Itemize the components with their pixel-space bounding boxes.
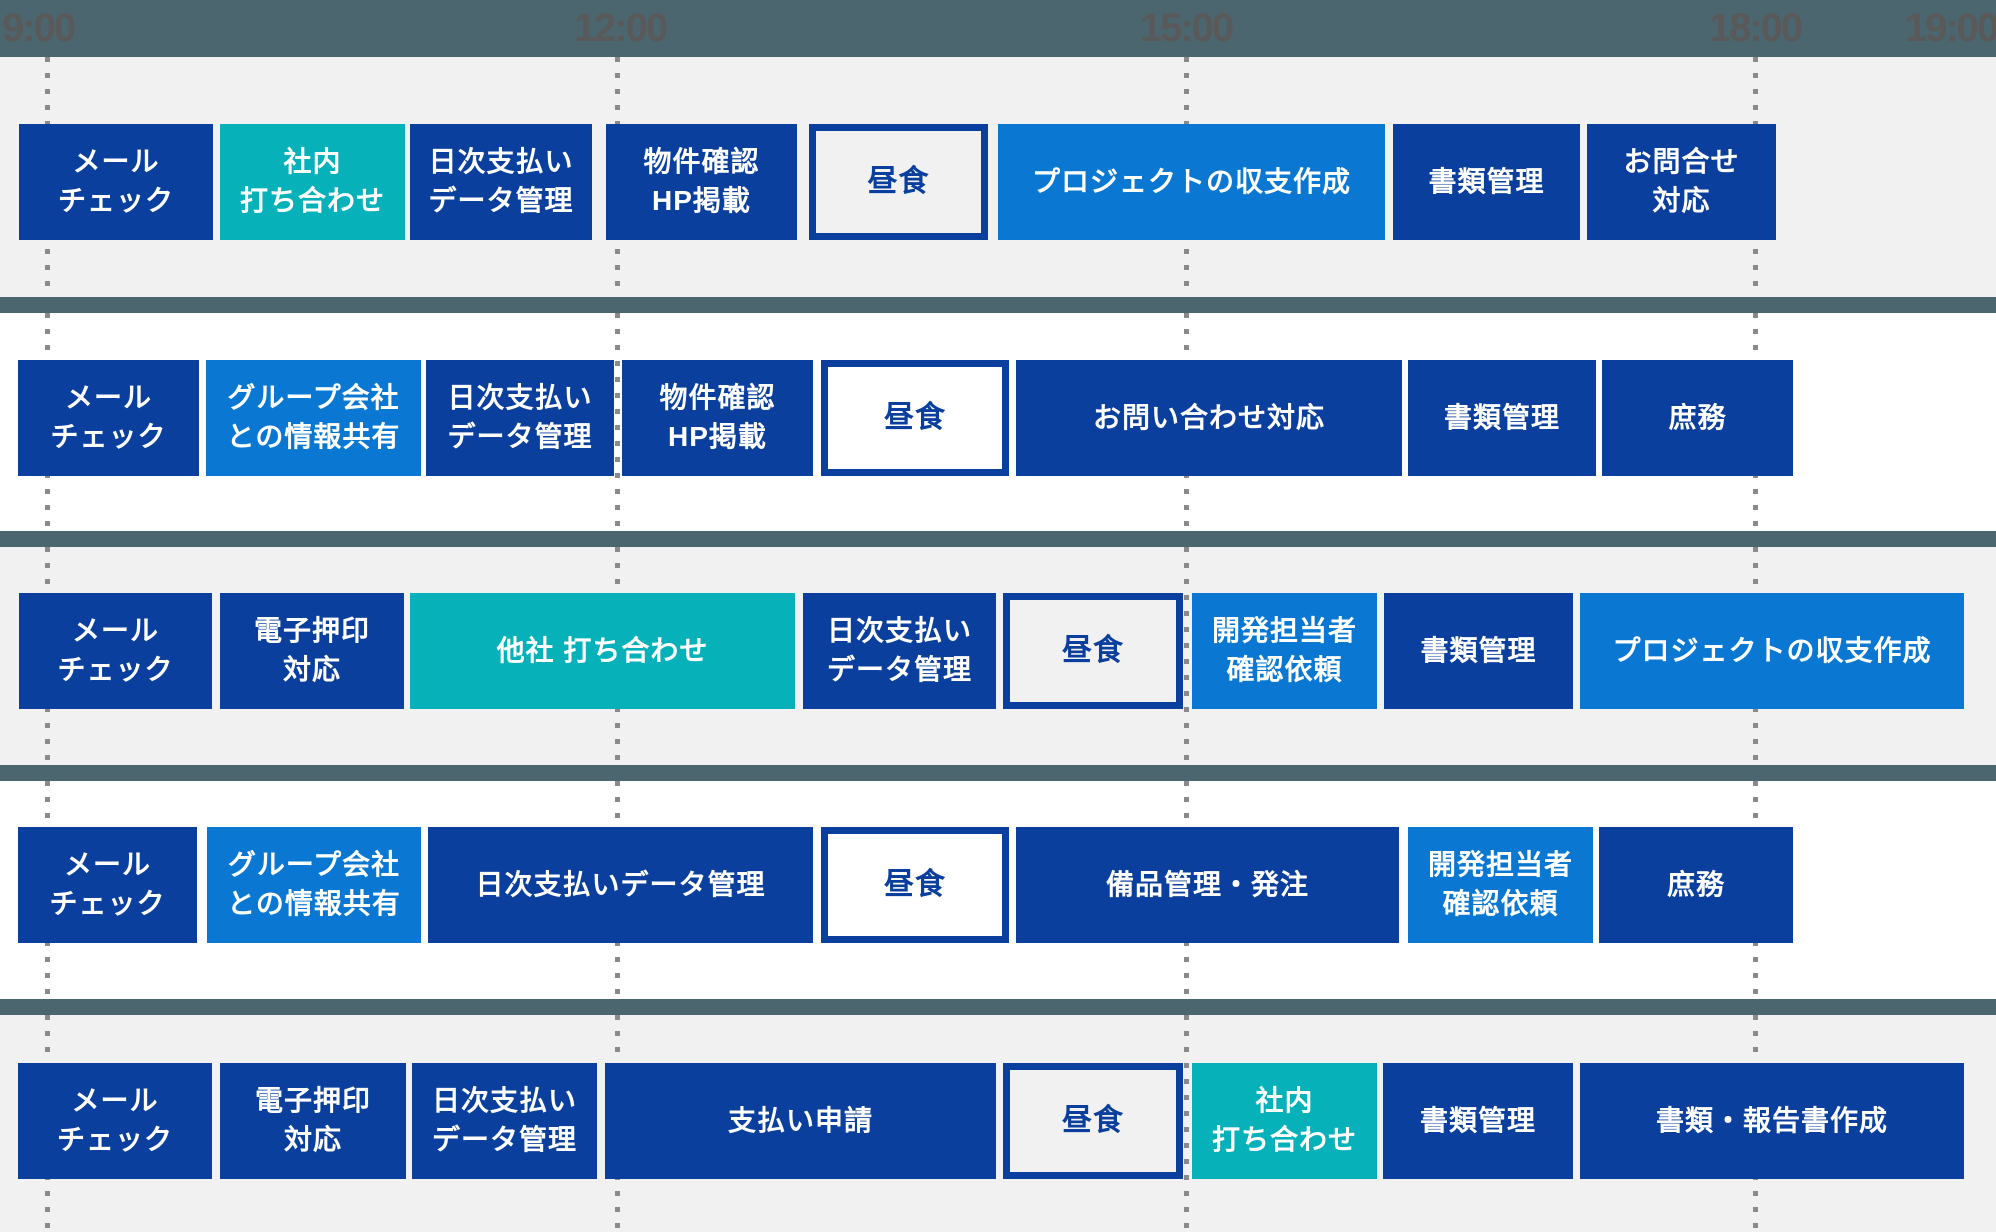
task-block: プロジェクトの収支作成 (1580, 593, 1964, 709)
task-block: お問い合わせ対応 (1016, 360, 1402, 476)
task-block: 物件確認 HP掲載 (622, 360, 813, 476)
task-block: 書類管理 (1384, 593, 1573, 709)
time-gridline (615, 313, 620, 531)
task-block: 物件確認 HP掲載 (606, 124, 797, 240)
row-separator-1 (0, 297, 1996, 313)
task-block: 支払い申請 (605, 1063, 996, 1179)
time-label: 18:00 (1708, 6, 1803, 50)
task-block: 日次支払い データ管理 (412, 1063, 597, 1179)
task-block: メール チェック (18, 827, 197, 943)
lunch-block: 昼食 (821, 827, 1009, 943)
time-label: 19:00 (1904, 6, 1996, 50)
task-block: 開発担当者 確認依頼 (1192, 593, 1377, 709)
task-block: 書類管理 (1383, 1063, 1573, 1179)
time-label: 9:00 (2, 6, 76, 50)
time-label: 12:00 (573, 6, 668, 50)
row-separator-3 (0, 765, 1996, 781)
task-block: グループ会社 との情報共有 (207, 827, 421, 943)
lunch-block: 昼食 (1003, 1063, 1183, 1179)
lunch-block: 昼食 (1003, 593, 1183, 709)
task-block: 日次支払い データ管理 (426, 360, 614, 476)
task-block: 他社 打ち合わせ (410, 593, 795, 709)
task-block: 書類・報告書作成 (1580, 1063, 1964, 1179)
time-gridline (1184, 1015, 1189, 1232)
time-axis-header: 9:00 12:00 15:00 18:00 19:00 (0, 0, 1996, 57)
task-block: 開発担当者 確認依頼 (1408, 827, 1593, 943)
task-block: メール チェック (19, 593, 212, 709)
time-gridline (1184, 547, 1189, 765)
task-block: 書類管理 (1408, 360, 1596, 476)
task-block: プロジェクトの収支作成 (998, 124, 1385, 240)
task-block: 備品管理・発注 (1016, 827, 1399, 943)
lunch-block: 昼食 (821, 360, 1009, 476)
task-block: 庶務 (1602, 360, 1793, 476)
task-block: 書類管理 (1393, 124, 1580, 240)
task-block: グループ会社 との情報共有 (206, 360, 421, 476)
task-block: お問合せ 対応 (1587, 124, 1776, 240)
task-block: 社内 打ち合わせ (220, 124, 405, 240)
task-block: 庶務 (1599, 827, 1793, 943)
task-block: メール チェック (18, 360, 199, 476)
task-block: 電子押印 対応 (220, 1063, 406, 1179)
task-block: 社内 打ち合わせ (1192, 1063, 1377, 1179)
task-block: 日次支払い データ管理 (410, 124, 592, 240)
task-block: 日次支払いデータ管理 (428, 827, 813, 943)
task-block: 日次支払い データ管理 (803, 593, 996, 709)
row-separator-2 (0, 531, 1996, 547)
time-label: 15:00 (1139, 6, 1234, 50)
task-block: メール チェック (18, 1063, 212, 1179)
row-separator-4 (0, 999, 1996, 1015)
task-block: 電子押印 対応 (220, 593, 404, 709)
task-block: メール チェック (19, 124, 213, 240)
lunch-block: 昼食 (809, 124, 988, 240)
